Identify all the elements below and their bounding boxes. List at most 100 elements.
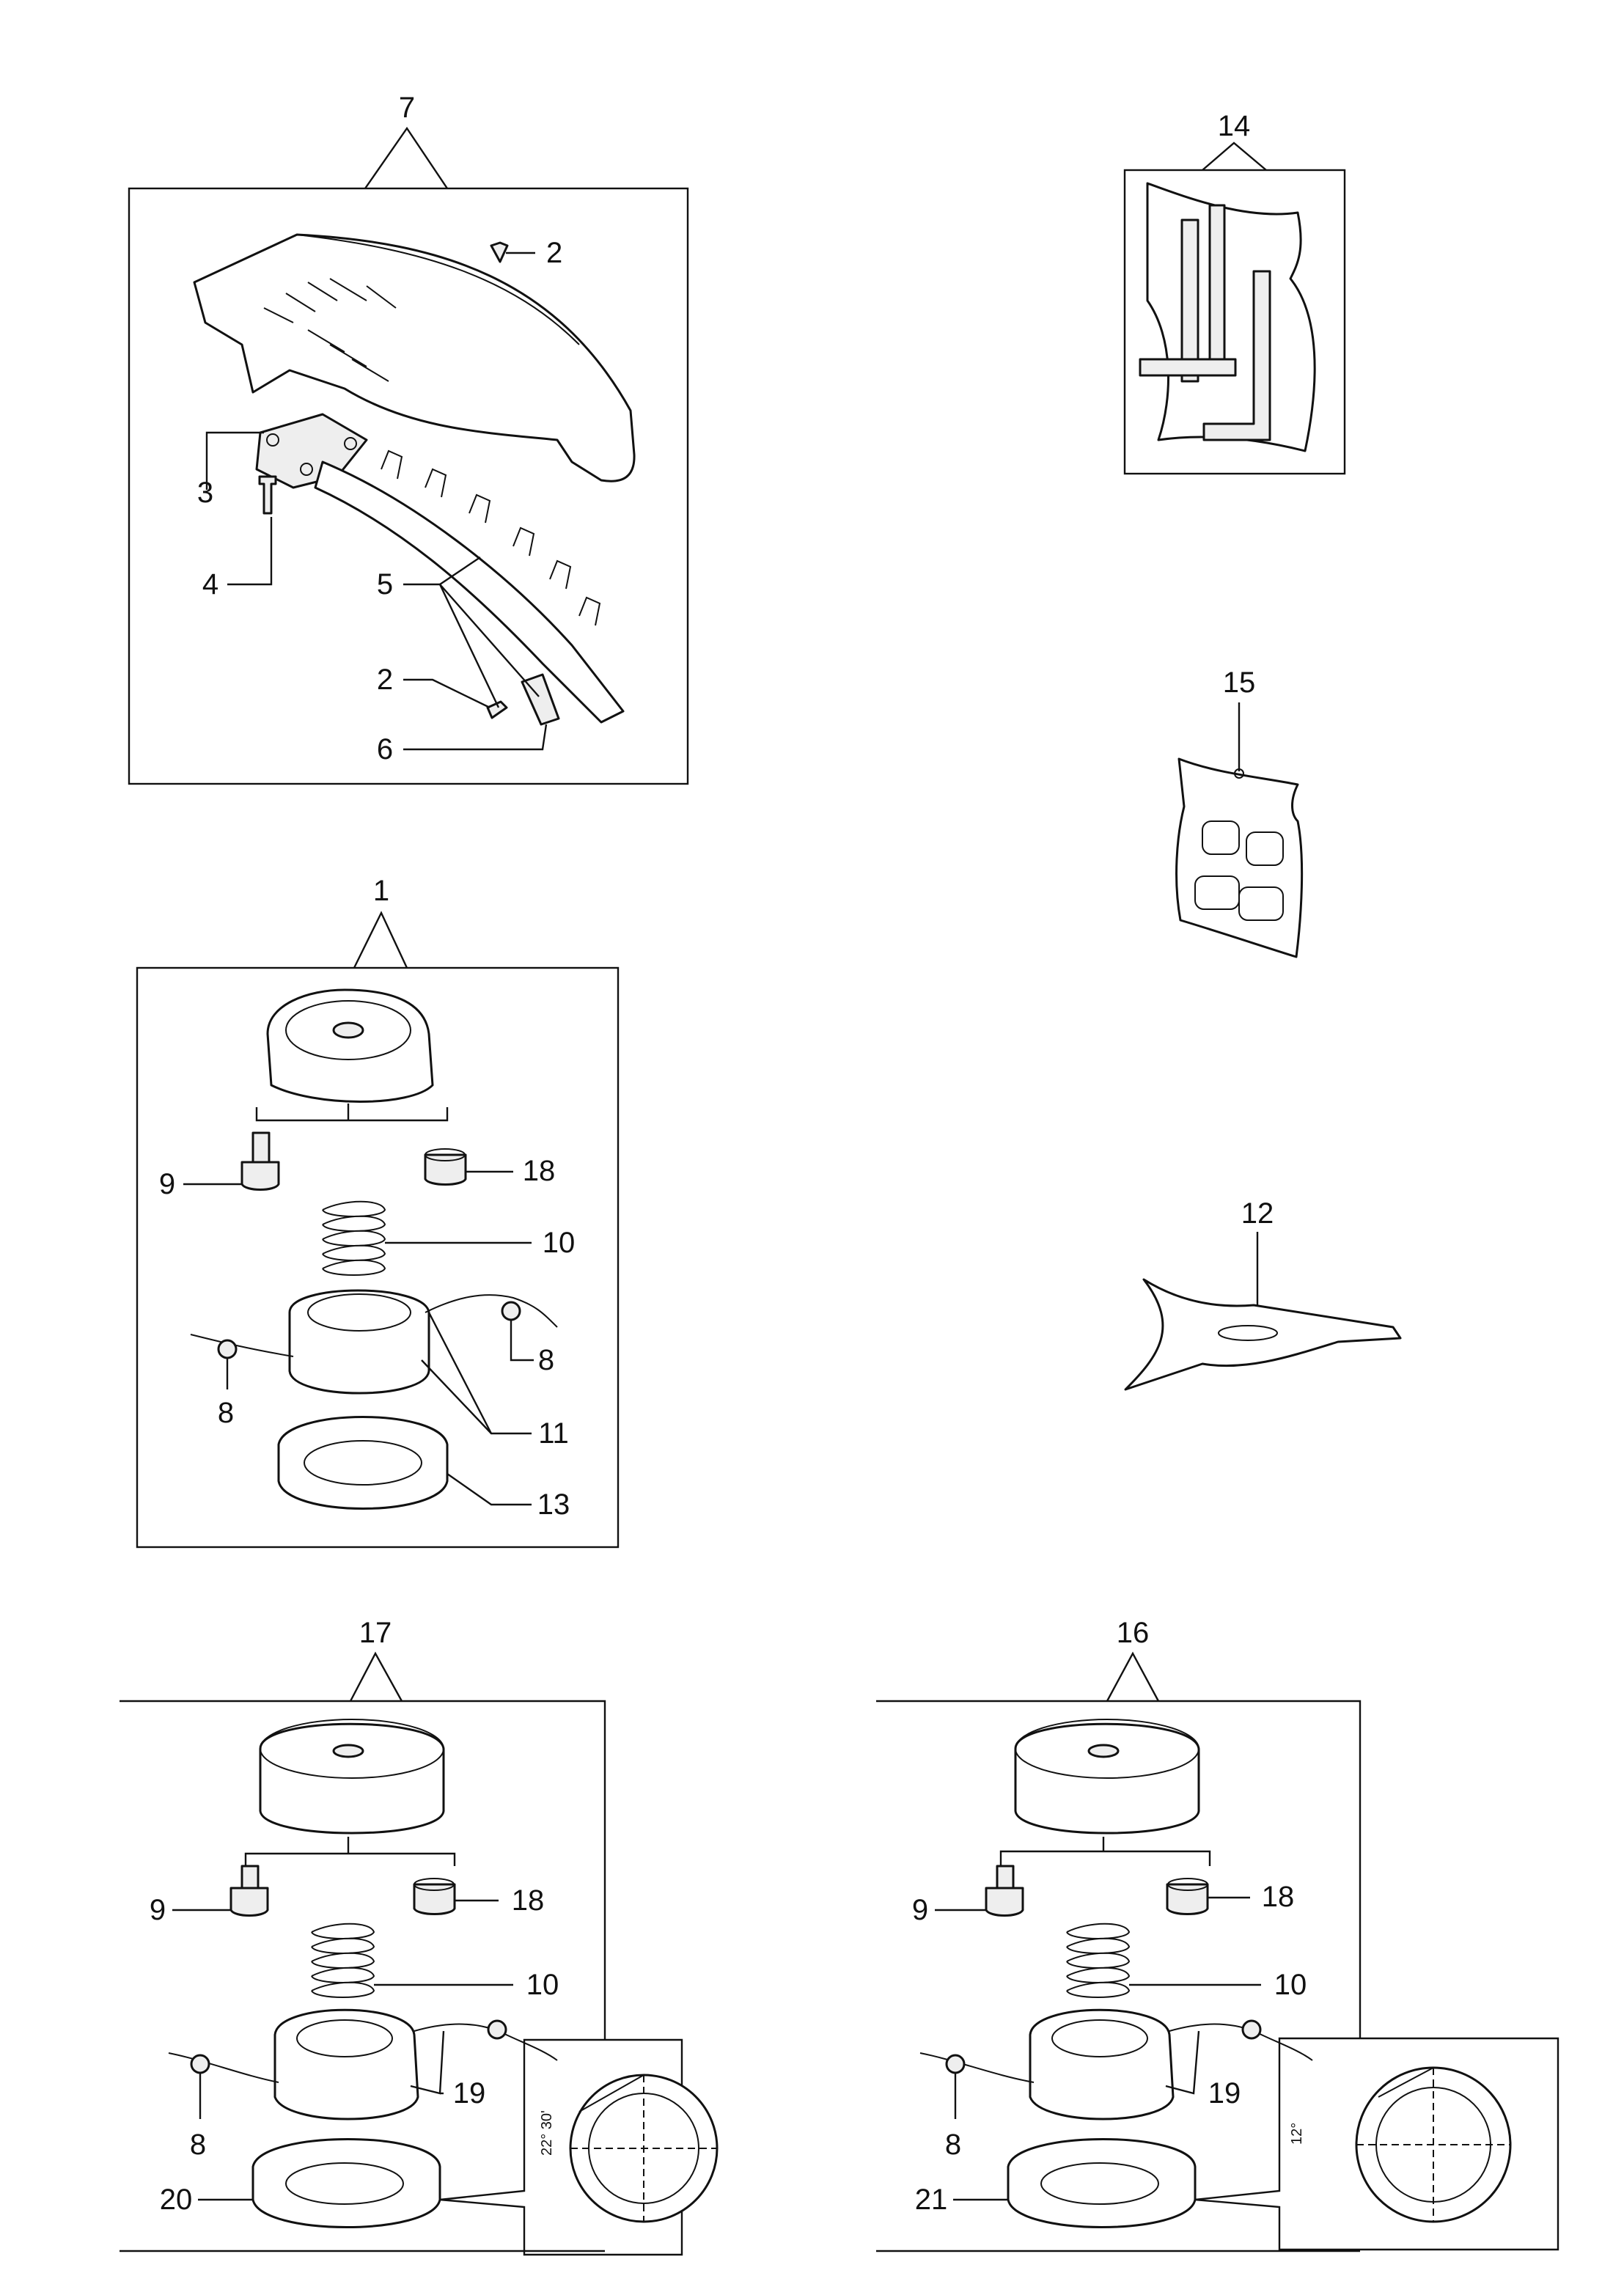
guard-ribs <box>263 278 397 382</box>
callout-20: 20 <box>160 2184 193 2216</box>
leader-line <box>447 1473 532 1506</box>
nut-top-rim <box>1167 1878 1208 1891</box>
callout-11: 11 <box>538 1417 569 1450</box>
spool-rim <box>307 1293 411 1332</box>
screw-icon <box>490 241 509 263</box>
callout-18: 18 <box>1262 1881 1295 1913</box>
cell-icon <box>1202 820 1240 855</box>
group-1-trimmer-head: 1 9 18 10 8 8 <box>136 875 620 1549</box>
group-16-frame <box>876 1700 1362 2252</box>
eyelet-icon <box>190 2054 210 2074</box>
group-14-tools: 14 <box>1123 110 1346 475</box>
spring-illustration <box>1066 1923 1131 1998</box>
cover-hub-icon <box>332 1021 364 1039</box>
spring-illustration <box>311 1923 375 1998</box>
callout-5: 5 <box>377 568 393 601</box>
leader-line <box>403 724 548 751</box>
hex-key-icon <box>1180 219 1199 383</box>
nut-icon <box>229 1887 269 1917</box>
cutter-strip-illustration <box>314 460 625 724</box>
leader-line <box>427 1312 493 1434</box>
spare-pack-illustration <box>1175 757 1304 958</box>
group-7-title: 7 <box>399 92 415 124</box>
group-16-bracket <box>999 1850 1211 1866</box>
group-1-bracket <box>255 1107 449 1122</box>
arbor-hole-icon <box>1218 1325 1278 1341</box>
callout-2-lower: 2 <box>377 664 393 696</box>
socket-wrench-icon <box>1139 358 1237 377</box>
group-7-leader <box>364 126 448 189</box>
guard-rim-line <box>296 234 580 345</box>
group-12-blade: 12 <box>1124 1197 1402 1391</box>
plate-hole-icon <box>344 437 357 450</box>
guard-illustration <box>193 233 636 482</box>
leader-line <box>439 557 481 585</box>
leader-line <box>439 584 540 697</box>
callout-21: 21 <box>915 2184 948 2216</box>
leader-line <box>421 1359 532 1435</box>
stud-icon <box>240 1865 260 1890</box>
callout-9: 9 <box>150 1894 166 1926</box>
base-ring-bore <box>304 1440 422 1486</box>
callout-8: 8 <box>190 2129 206 2161</box>
callout-19: 19 <box>453 2077 486 2109</box>
cell-icon <box>1238 886 1284 921</box>
callout-10: 10 <box>526 1969 559 2001</box>
base-ring-illustration <box>251 2138 441 2228</box>
leader-line <box>1165 2030 1200 2095</box>
head-cover-illustration <box>266 988 434 1103</box>
spool-rim <box>1051 2019 1148 2057</box>
detail-angle-ray <box>578 2074 644 2112</box>
group-15-title: 15 <box>1223 667 1256 699</box>
callout-8: 8 <box>945 2129 961 2161</box>
base-ring-illustration <box>277 1416 449 1510</box>
group-14-frame <box>1123 169 1346 475</box>
group-7-frame <box>128 187 689 785</box>
group-14-leader <box>1202 142 1267 171</box>
group-16-trimmer-head: 16 12° 9 18 <box>876 1617 1559 2252</box>
stud-icon <box>996 1865 1015 1890</box>
nut-icon <box>1166 1883 1209 1915</box>
plate-hole-icon <box>266 433 279 447</box>
hang-hole-icon <box>1234 768 1244 779</box>
group-7-guard: 7 2 3 4 5 2 6 <box>128 92 689 785</box>
nut-icon <box>985 1887 1024 1917</box>
callout-19: 19 <box>1208 2077 1241 2109</box>
group-12-title: 12 <box>1241 1197 1274 1230</box>
group-16-leader <box>1106 1651 1160 1702</box>
group-17-trimmer-head: 17 22° 30' 9 18 <box>120 1617 719 2256</box>
cover-top-rim <box>285 1000 411 1060</box>
detail-view-frame <box>1194 2037 1559 2251</box>
base-ring-illustration <box>1007 2138 1197 2228</box>
callout-8-left: 8 <box>218 1397 234 1429</box>
nut-icon <box>424 1153 467 1186</box>
nut-icon <box>240 1161 280 1191</box>
callout-10: 10 <box>543 1227 576 1259</box>
nut-icon <box>413 1883 456 1915</box>
cover-hub-icon <box>1087 1744 1120 1758</box>
callout-3: 3 <box>197 477 213 509</box>
eyelet-icon <box>1241 2019 1262 2040</box>
group-1-leader <box>353 911 408 969</box>
cutter-teeth <box>381 449 601 626</box>
group-16-title: 16 <box>1117 1617 1150 1649</box>
base-ring-bore <box>285 2162 404 2205</box>
callout-18: 18 <box>512 1884 545 1917</box>
cover-top-rim <box>260 1719 444 1779</box>
callout-13: 13 <box>537 1488 570 1521</box>
leader-line <box>510 1320 534 1362</box>
callout-8-right: 8 <box>538 1344 554 1376</box>
eyelet-icon <box>487 2019 507 2040</box>
leader-line <box>227 517 273 586</box>
spool-illustration <box>273 2008 419 2120</box>
nut-top-rim <box>414 1878 455 1891</box>
hex-key-icon <box>1208 204 1226 375</box>
stud-icon <box>251 1131 271 1164</box>
group-17-frame <box>120 1700 606 2252</box>
detail-view-frame <box>439 2038 683 2256</box>
detail-angle-ray <box>1378 2067 1434 2098</box>
retainer-plate-illustration <box>521 673 560 726</box>
spool-illustration <box>1029 2008 1175 2120</box>
group-17-bracket <box>244 1852 456 1866</box>
callout-18: 18 <box>523 1155 556 1187</box>
